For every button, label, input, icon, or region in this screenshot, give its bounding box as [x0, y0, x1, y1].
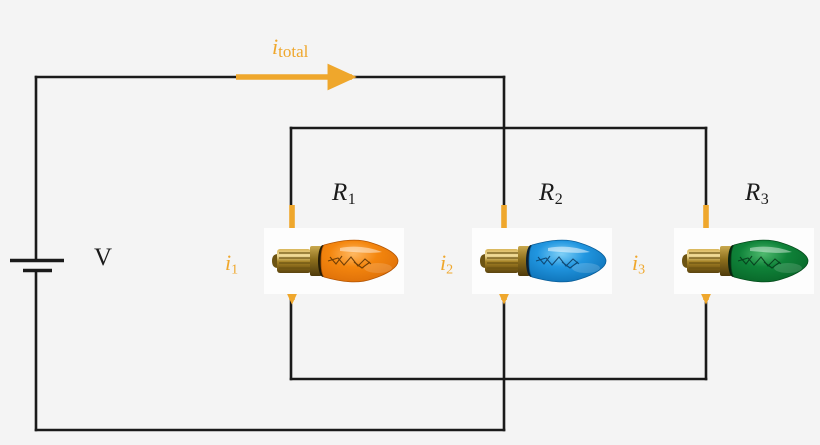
label-i2-subscript: 2 — [446, 262, 454, 278]
label-i1-subscript: 1 — [231, 262, 239, 278]
light-bulb-r2 — [466, 224, 618, 298]
label-resistor-r2: R2 — [539, 180, 563, 208]
label-i1-base: i — [225, 250, 232, 275]
label-r2-base: R — [539, 179, 555, 206]
label-i-total-base: i — [272, 34, 279, 59]
label-current-i2: i2 — [440, 252, 453, 278]
bulb-r1-graphic — [272, 239, 399, 283]
label-i-total-subscript: total — [278, 42, 309, 62]
bulb-r2-graphic — [480, 239, 607, 283]
label-i-total: itotal — [272, 34, 309, 62]
label-current-i3: i3 — [632, 252, 645, 278]
battery-cell-symbol — [10, 258, 64, 273]
label-resistor-r3: R3 — [745, 180, 769, 208]
label-r1-subscript: 1 — [347, 191, 356, 208]
label-r1-base: R — [332, 179, 348, 206]
label-i3-base: i — [632, 250, 639, 275]
label-voltage-source: V — [94, 244, 113, 271]
light-bulb-r1 — [258, 224, 410, 298]
label-i2-base: i — [440, 250, 447, 275]
label-current-i1: i1 — [225, 252, 238, 278]
light-bulb-r3 — [668, 224, 820, 298]
bulb-r3-graphic — [682, 239, 809, 283]
label-resistor-r1: R1 — [332, 180, 356, 208]
label-i3-subscript: 3 — [638, 262, 646, 278]
label-r3-subscript: 3 — [760, 191, 769, 208]
label-r2-subscript: 2 — [554, 191, 563, 208]
label-r3-base: R — [745, 179, 761, 206]
